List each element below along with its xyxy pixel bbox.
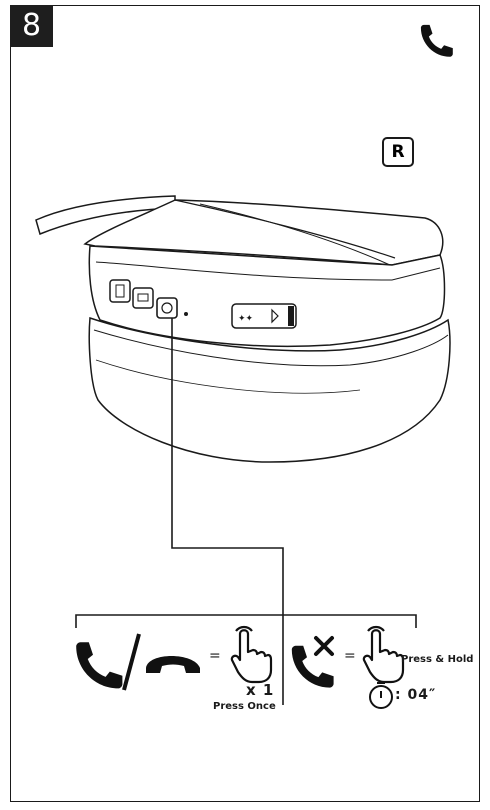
phone-answer-icon bbox=[76, 642, 123, 689]
slash-separator bbox=[122, 633, 141, 691]
callout-bracket bbox=[75, 614, 417, 628]
power-button bbox=[109, 279, 131, 303]
microphone-hole bbox=[184, 312, 188, 316]
hold-duration-label: : 04″ bbox=[395, 687, 437, 703]
phone-reject-icon bbox=[291, 636, 334, 688]
step-number-badge: 8 bbox=[10, 5, 53, 47]
volume-slider: ✦✦ bbox=[231, 303, 297, 329]
equals-sign: = bbox=[209, 648, 221, 664]
call-button bbox=[156, 297, 178, 319]
ear-cup-upper-body bbox=[88, 245, 446, 348]
phone-hangup-icon bbox=[146, 656, 200, 673]
svg-text:✦✦: ✦✦ bbox=[238, 314, 254, 324]
leader-line bbox=[171, 318, 284, 705]
finger-press-icon bbox=[230, 625, 273, 684]
press-once-label: Press Once bbox=[213, 701, 276, 712]
press-hold-label: Press & Hold bbox=[401, 654, 474, 665]
ear-cushion bbox=[88, 316, 451, 463]
mode-button bbox=[132, 287, 154, 309]
finger-press-icon bbox=[362, 625, 405, 684]
ear-cup-top bbox=[83, 199, 444, 266]
stopwatch-icon bbox=[369, 682, 393, 709]
right-side-badge: R bbox=[382, 137, 414, 167]
press-count-label: x 1 bbox=[246, 681, 275, 699]
equals-sign: = bbox=[344, 648, 356, 664]
phone-handset-icon bbox=[420, 24, 453, 57]
